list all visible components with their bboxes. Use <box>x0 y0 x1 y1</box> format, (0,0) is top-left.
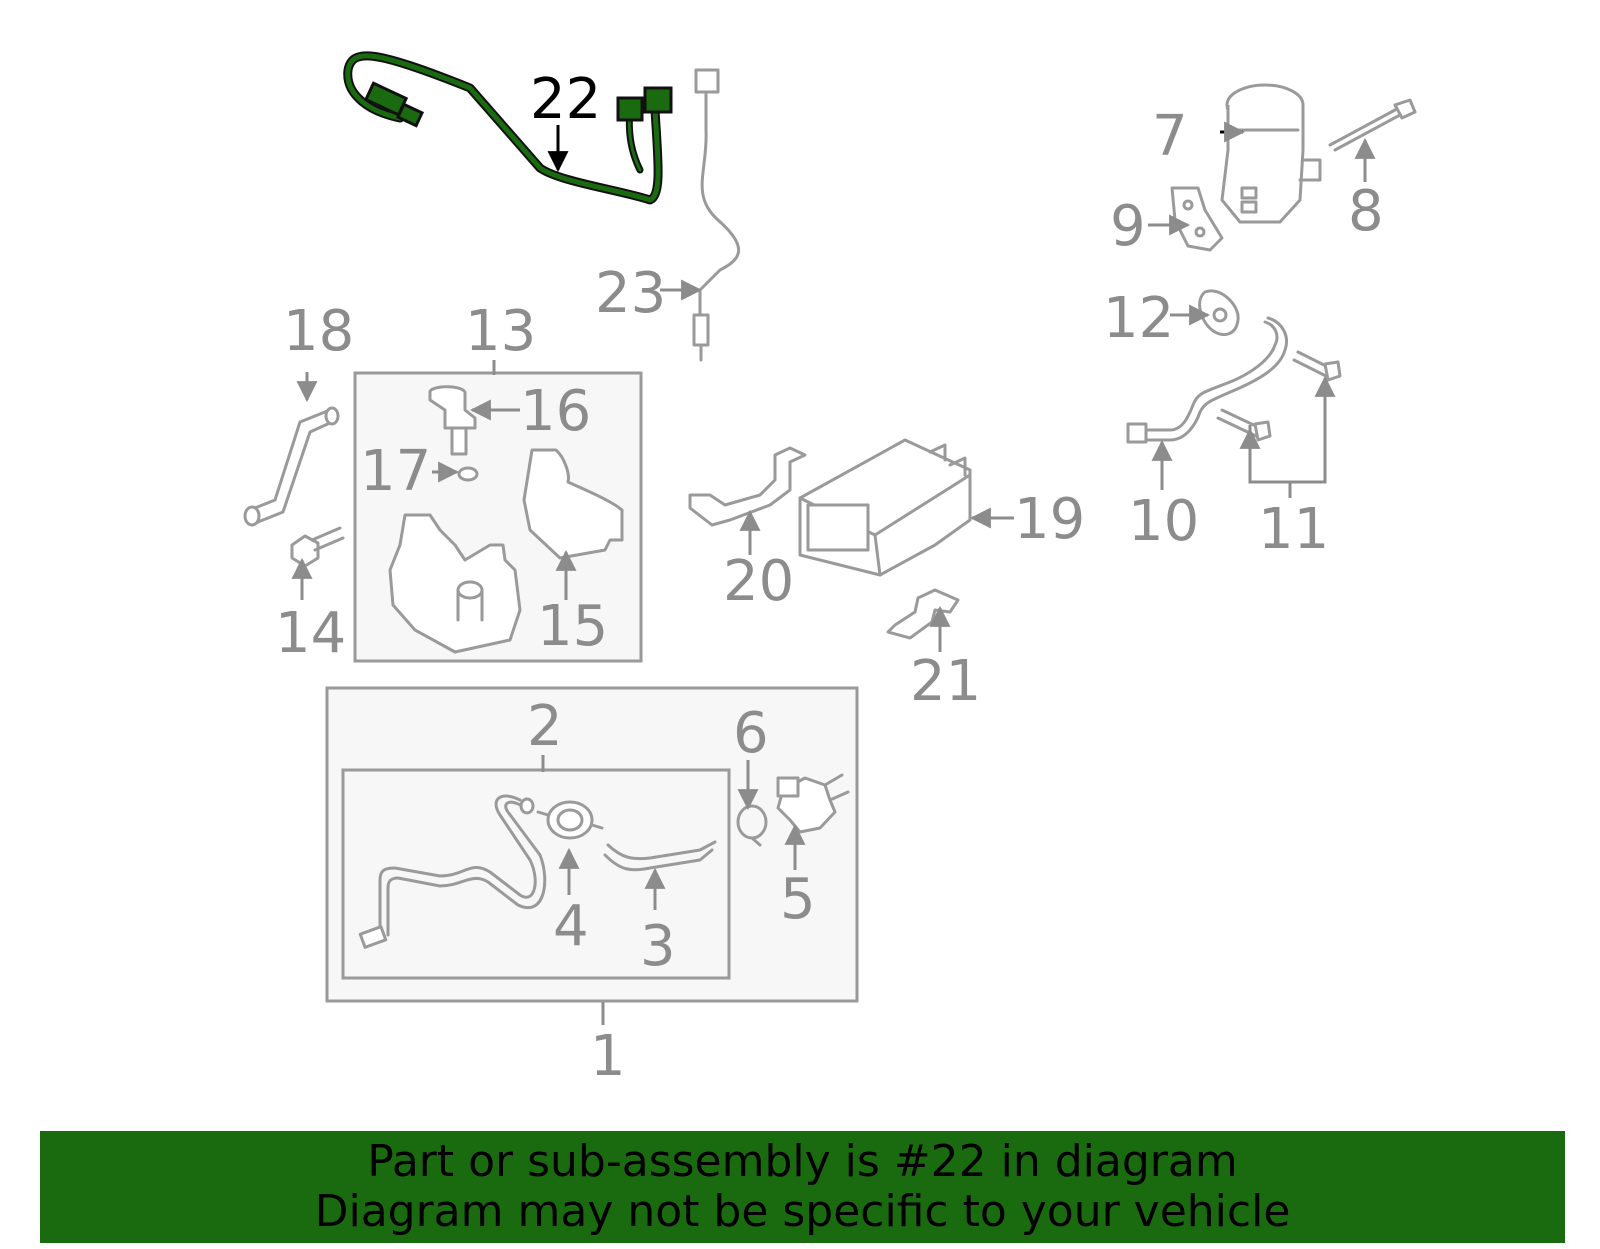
callout-9: 9 <box>1110 194 1146 259</box>
callout-23: 23 <box>595 261 666 326</box>
callout-12: 12 <box>1103 286 1174 351</box>
part-5-solenoid[interactable] <box>776 773 850 834</box>
part-2-hose[interactable] <box>358 794 547 949</box>
callout-labels: 1 2 3 4 5 6 7 8 9 10 11 12 13 14 15 16 1… <box>275 67 1384 1089</box>
callout-4: 4 <box>553 894 589 959</box>
callout-13: 13 <box>465 299 536 364</box>
callout-1: 1 <box>590 1024 626 1089</box>
info-banner: Part or sub-assembly is #22 in diagram D… <box>40 1131 1565 1243</box>
callout-2: 2 <box>527 694 563 759</box>
callout-3: 3 <box>640 914 676 979</box>
callout-5: 5 <box>780 867 816 932</box>
part-21-bracket[interactable] <box>886 588 960 640</box>
banner-line-2: Diagram may not be specific to your vehi… <box>314 1186 1291 1237</box>
callout-17: 17 <box>360 439 431 504</box>
callout-21: 21 <box>910 649 981 714</box>
callout-20: 20 <box>723 549 794 614</box>
part-9-gasket[interactable] <box>1170 186 1224 252</box>
callout-6: 6 <box>733 701 769 766</box>
part-17-oring[interactable] <box>457 466 479 482</box>
part-8-bolt[interactable] <box>1328 98 1417 152</box>
banner-line-1: Part or sub-assembly is #22 in diagram <box>367 1136 1238 1187</box>
part-22-harness[interactable] <box>343 51 673 205</box>
callout-11: 11 <box>1258 497 1329 562</box>
callout-16: 16 <box>520 379 591 444</box>
part-14-bolt[interactable] <box>290 526 345 568</box>
part-23-sensor[interactable] <box>692 68 741 362</box>
part-16-connector[interactable] <box>428 385 477 456</box>
part-15-cover[interactable] <box>522 448 624 560</box>
part-20-bracket[interactable] <box>688 446 807 527</box>
callout-10: 10 <box>1128 489 1199 554</box>
callout-8: 8 <box>1348 179 1384 244</box>
callout-19: 19 <box>1014 487 1085 552</box>
part-19-canister[interactable] <box>798 438 972 577</box>
leader-lines <box>291 121 1376 1025</box>
part-7-valve[interactable] <box>1220 83 1322 224</box>
part-13-housing[interactable] <box>388 513 522 654</box>
part-12-gasket[interactable] <box>1198 289 1240 337</box>
callout-18: 18 <box>283 299 354 364</box>
callout-22: 22 <box>530 67 601 132</box>
part-4-valve[interactable] <box>536 800 604 840</box>
callout-7: 7 <box>1152 104 1188 169</box>
part-18-hose[interactable] <box>243 406 340 527</box>
part-11-bolts[interactable] <box>1216 350 1342 442</box>
callout-15: 15 <box>537 594 608 659</box>
callout-14: 14 <box>275 601 346 666</box>
part-10-tube[interactable] <box>1126 316 1288 444</box>
